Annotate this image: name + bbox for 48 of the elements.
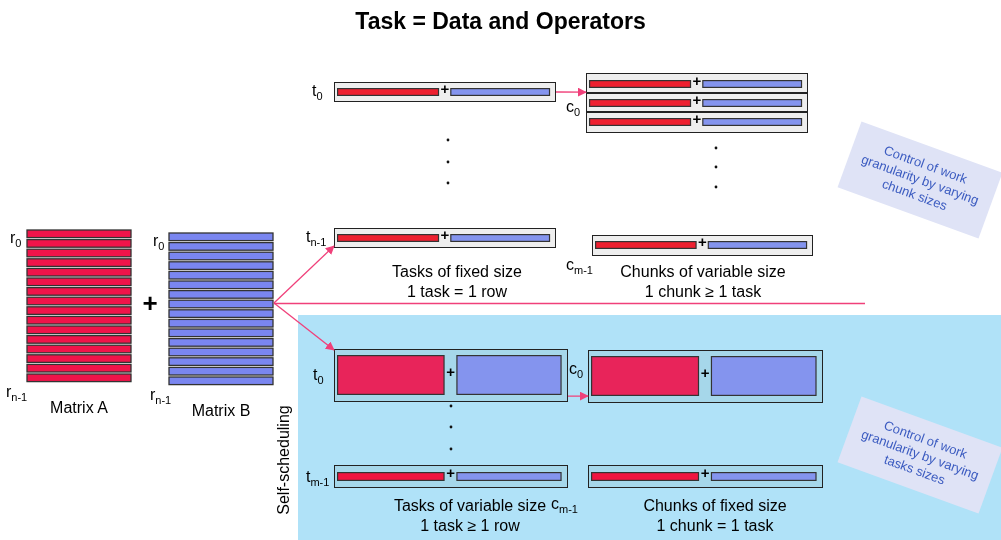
index-label: c$_{0}$ [569,360,584,383]
plus-sign: + [692,72,702,88]
chunk-box [588,350,823,403]
task-bar [334,82,556,102]
title: Task = Data and Operators [354,8,647,35]
plus-sign: + [692,91,702,107]
index-label: t$_{m-1}$ [306,468,330,491]
index-label: c$_{0}$ [566,98,581,121]
index-label: t$_{0}$ [312,82,323,105]
plus-sign: + [446,465,455,480]
node-label: Tasks of variable size [393,496,547,515]
index-label: r$_{0}$ [10,229,22,252]
chunk-box [586,73,808,133]
plus-sign: + [692,110,702,126]
vertical-label: Self-scheduling [275,404,293,517]
index-label: r$_{n-1}$ [150,386,172,409]
node-label: Tasks of fixed size [392,262,522,281]
chunk-box [588,465,823,488]
node-label: Chunks of variable size [620,262,786,281]
node-label: 1 chunk = 1 task [656,516,774,535]
plus-sign: + [700,465,710,480]
node-label: 1 task = 1 row [407,282,507,301]
arrow [273,245,335,304]
index-label: r$_{n-1}$ [6,383,28,406]
index-label: c$_{m-1}$ [566,256,593,279]
task-bar [334,228,556,248]
chunk-box [592,235,813,256]
plus-sign: + [142,294,158,313]
arrow [273,302,335,351]
index-label: t$_{n-1}$ [306,228,327,251]
arrow [567,391,589,401]
plus-sign: + [440,226,450,242]
task-bar [334,465,568,488]
plus-sign: + [697,234,707,249]
matrix-label: Matrix A [49,399,109,417]
arrow [555,87,587,97]
index-label: t$_{0}$ [313,366,324,389]
plus-sign: + [440,80,450,96]
node-label: 1 task ≥ 1 row [420,516,520,535]
index-label: c$_{m-1}$ [551,495,578,518]
plus-sign: + [446,364,455,379]
node-label: 1 chunk ≥ 1 task [644,282,762,301]
task-box [334,349,568,402]
section-panel [298,315,1001,540]
node-label: Chunks of fixed size [643,496,787,515]
plus-sign: + [700,365,710,380]
index-label: r$_{0}$ [153,232,165,255]
matrix-label: Matrix B [190,402,252,420]
